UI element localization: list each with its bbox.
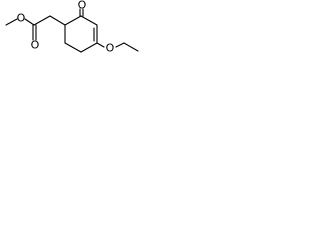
ester-methoxy-oxygen-label: O — [17, 12, 26, 25]
bond-methyl-ester-oxygen — [5, 18, 18, 26]
bond-ring-ethoxy-oxygen — [96, 42, 105, 48]
chemical-structure: O O O O — [5, 0, 139, 55]
atom-labels: O O O O — [17, 0, 115, 55]
ring-ketone-oxygen-label: O — [78, 0, 87, 12]
ethoxy-oxygen-label: O — [106, 42, 115, 55]
bond-ring-c1-c2 — [64, 15, 82, 26]
bond-ch2-ring — [49, 15, 66, 26]
bond-ester-oxygen-carbonyl — [24, 18, 35, 26]
bond-carbonyl-ch2 — [33, 15, 51, 26]
ester-carbonyl-oxygen-label: O — [31, 39, 40, 52]
bond-ring-c4-c5 — [80, 42, 98, 53]
bond-ring-c2-c3 — [80, 15, 98, 26]
bond-ring-c5-c6 — [64, 42, 82, 53]
bond-ethoxy-ch2-ch3 — [123, 42, 139, 52]
bond-ethoxy-oxygen-ch2 — [115, 42, 125, 48]
bonds — [5, 8, 139, 53]
